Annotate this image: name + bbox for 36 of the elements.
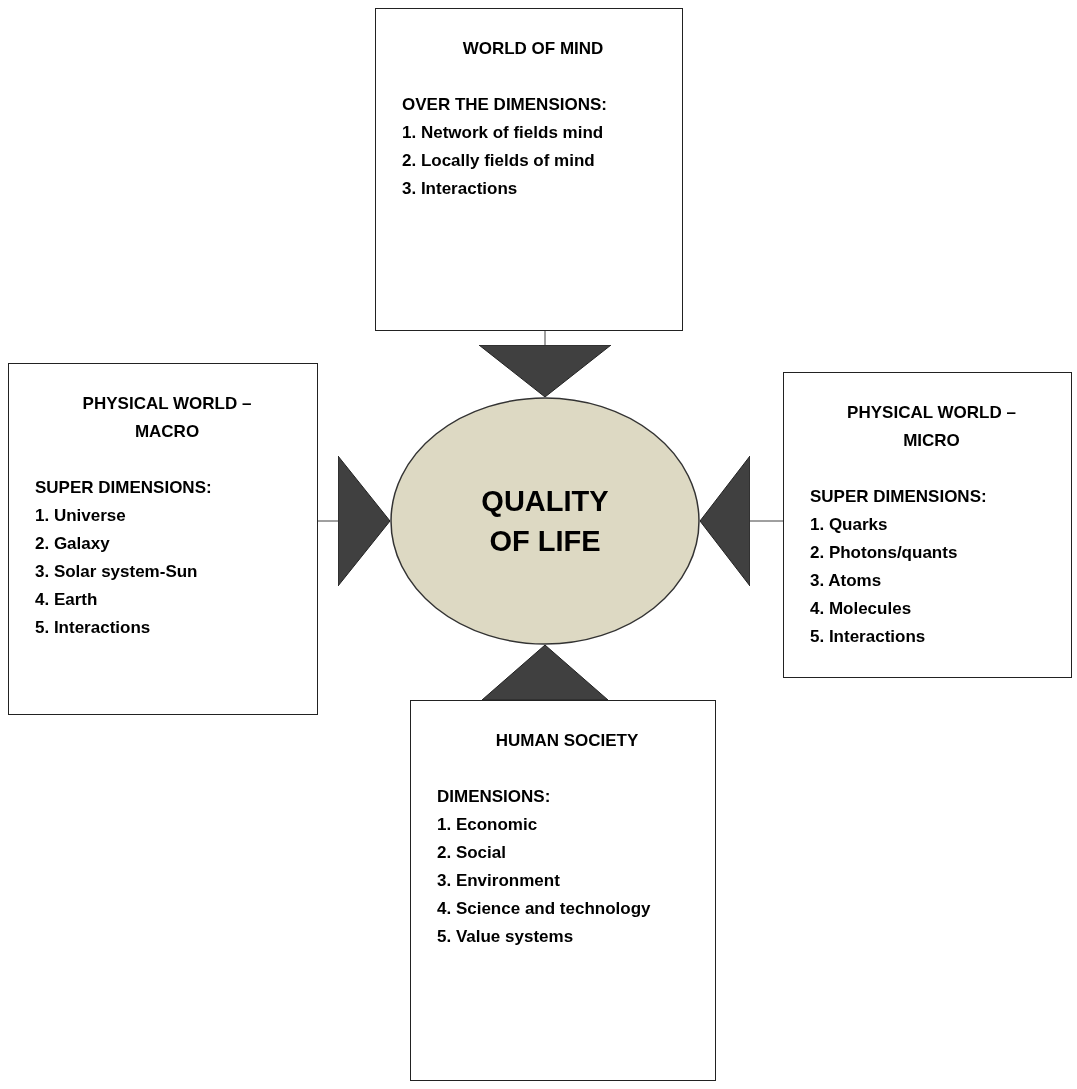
list-item: 1. Quarks [810,514,888,536]
list-item: 2. Locally fields of mind [402,150,595,172]
text-box [8,363,318,715]
arrow [478,330,612,398]
list-item: 2. Photons/quants [810,542,958,564]
list-item: 3. Solar system-Sun [35,561,198,583]
text-box [410,700,716,1081]
box-heading: HUMAN SOCIETY [494,730,640,752]
ellipse-node [390,397,700,645]
list-item: 2. Galaxy [35,533,110,555]
box-heading: WORLD OF MIND [461,38,605,60]
section-label: SUPER DIMENSIONS: [35,477,212,499]
section-label: DIMENSIONS: [437,786,551,808]
box-heading: PHYSICAL WORLD – MACRO [81,393,253,443]
list-item: 3. Interactions [402,178,518,200]
text-box [375,8,683,331]
list-item: 3. Environment [437,870,560,892]
arrow [317,455,391,587]
list-item: 5. Interactions [810,626,926,648]
list-item: 3. Atoms [810,570,882,592]
list-item: 5. Interactions [35,617,151,639]
text-box [783,372,1072,678]
section-label: SUPER DIMENSIONS: [810,486,987,508]
node-title: QUALITY OF LIFE [480,484,610,559]
list-item: 5. Value systems [437,926,574,948]
list-item: 4. Molecules [810,598,912,620]
box-heading: PHYSICAL WORLD – MICRO [846,402,1017,452]
section-label: OVER THE DIMENSIONS: [402,94,607,116]
list-item: 4. Science and technology [437,898,651,920]
list-item: 1. Universe [35,505,126,527]
list-item: 4. Earth [35,589,98,611]
list-item: 1. Economic [437,814,538,836]
list-item: 2. Social [437,842,506,864]
list-item: 1. Network of fields mind [402,122,604,144]
arrow [481,644,609,701]
arrow [699,455,784,587]
